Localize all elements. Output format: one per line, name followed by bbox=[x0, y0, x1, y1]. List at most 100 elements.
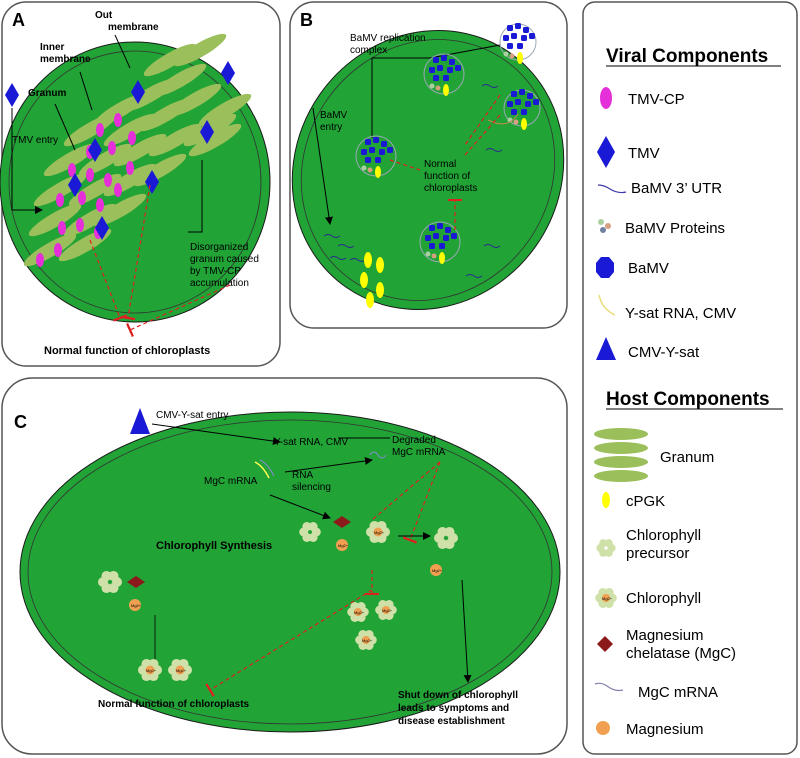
ring-unit bbox=[604, 548, 613, 557]
normal-function-b: Normal function of chloroplasts bbox=[424, 159, 477, 194]
bamv-utr bbox=[329, 256, 347, 260]
tmv-cp bbox=[104, 173, 112, 187]
ring-unit bbox=[108, 583, 119, 594]
bamv bbox=[429, 67, 435, 73]
panel-c-letter: C bbox=[14, 412, 27, 432]
ring-unit bbox=[302, 522, 312, 532]
magnesium-ion bbox=[430, 564, 442, 576]
ring-unit bbox=[437, 526, 448, 537]
bamv bbox=[443, 235, 449, 241]
tmv-cp bbox=[78, 191, 86, 205]
legend-label-mgc-2: chelatase (MgC) bbox=[626, 645, 736, 662]
tmv-cluster-a bbox=[5, 61, 235, 240]
chlorophyll-precursor-icon bbox=[596, 539, 616, 557]
tmv bbox=[88, 138, 102, 162]
granum-pointer bbox=[54, 103, 76, 151]
out-membrane-pointer bbox=[114, 34, 131, 69]
ysat-rna-label: Y-sat RNA, CMV bbox=[274, 437, 348, 448]
viral-components-title: Viral Components bbox=[606, 46, 768, 67]
panel-a-letter: A bbox=[12, 10, 25, 30]
ring-unit bbox=[599, 539, 608, 548]
bamv bbox=[443, 75, 449, 81]
legend-label-chlorophyll: Chlorophyll bbox=[626, 590, 701, 607]
ring-unit bbox=[101, 570, 112, 581]
chloroplast-b bbox=[291, 30, 565, 310]
bamv bbox=[433, 233, 439, 239]
tmv-cp bbox=[96, 123, 104, 137]
bamv bbox=[449, 59, 455, 65]
chlorophyll: Mg2+ bbox=[355, 630, 377, 650]
bamv bbox=[381, 141, 387, 147]
magnesium bbox=[145, 665, 155, 675]
inhibit-line-c2 bbox=[371, 461, 441, 521]
bamv bbox=[451, 233, 457, 239]
legend-frame bbox=[582, 1, 798, 755]
magnesium-ion bbox=[129, 599, 141, 611]
bamv bbox=[507, 101, 513, 107]
normal-function-c: Normal function of chloroplasts bbox=[98, 699, 250, 710]
bamv bbox=[521, 35, 527, 41]
chlorophyll-synthesis-label: Chlorophyll Synthesis bbox=[156, 540, 272, 552]
chlorophyll: Mg2+ bbox=[595, 588, 617, 608]
granum-icon bbox=[594, 428, 648, 482]
panel-c: C CMV-Y-sat entry Y-sat RNA, CMV Degrade… bbox=[1, 377, 568, 755]
ysat-rna-icon bbox=[598, 294, 616, 316]
replication-complex bbox=[355, 135, 397, 178]
bamv bbox=[515, 23, 521, 29]
cpgk bbox=[360, 272, 368, 288]
granum bbox=[168, 83, 222, 117]
cpgk bbox=[439, 252, 445, 264]
mg-symbol: Mg2+ bbox=[146, 668, 157, 673]
bamv bbox=[437, 223, 443, 229]
bamv-protein bbox=[367, 167, 373, 173]
granum bbox=[198, 93, 252, 127]
disorganized-pointer bbox=[188, 160, 203, 233]
bamv-utr bbox=[485, 148, 503, 152]
bamv bbox=[511, 91, 517, 97]
ring-unit bbox=[444, 539, 455, 550]
cpgk bbox=[521, 118, 527, 130]
mg-symbol: Mg2+ bbox=[362, 638, 373, 643]
magnesium bbox=[373, 527, 383, 537]
bamv bbox=[439, 243, 445, 249]
bamv bbox=[507, 25, 513, 31]
inner-membrane-b bbox=[300, 39, 556, 301]
bamv bbox=[517, 43, 523, 49]
cmv-ysat-entry-icon bbox=[130, 408, 150, 434]
normal-function-a: Normal function of chloroplasts bbox=[44, 345, 210, 357]
bamv-protein bbox=[435, 85, 441, 91]
magnesium-ion bbox=[336, 539, 348, 551]
mgc-icon bbox=[597, 636, 613, 652]
chlorophyll: Mg2+ bbox=[375, 600, 397, 620]
ring-unit bbox=[444, 526, 455, 537]
tmv bbox=[5, 83, 19, 107]
granum bbox=[78, 143, 132, 177]
replication-complex bbox=[503, 89, 541, 130]
bamv-utr bbox=[337, 244, 355, 248]
tmv bbox=[95, 216, 109, 240]
bamv-utr bbox=[349, 258, 367, 262]
replication-complex bbox=[499, 23, 537, 64]
rna-silencing-arrow bbox=[284, 456, 373, 473]
inner-membrane-c bbox=[27, 419, 553, 725]
bamv-utr-icon bbox=[597, 184, 627, 194]
bamv bbox=[429, 243, 435, 249]
bamv-protein bbox=[361, 165, 367, 171]
granum bbox=[173, 33, 227, 67]
inhibit-line-b1 bbox=[389, 159, 421, 171]
bamv bbox=[445, 227, 451, 233]
chlorophyll-icon: Mg2+ bbox=[595, 588, 617, 608]
ysat-cluster-b bbox=[487, 113, 519, 125]
cmv-ysat-entry-label: CMV-Y-sat entry bbox=[156, 410, 228, 421]
bamv-entry-arrow bbox=[312, 107, 333, 225]
bamv bbox=[507, 43, 513, 49]
magnesium: Mg2+ bbox=[129, 599, 142, 611]
legend-label-mgc-1: Magnesium bbox=[626, 627, 704, 644]
tmv-cp bbox=[54, 243, 62, 257]
